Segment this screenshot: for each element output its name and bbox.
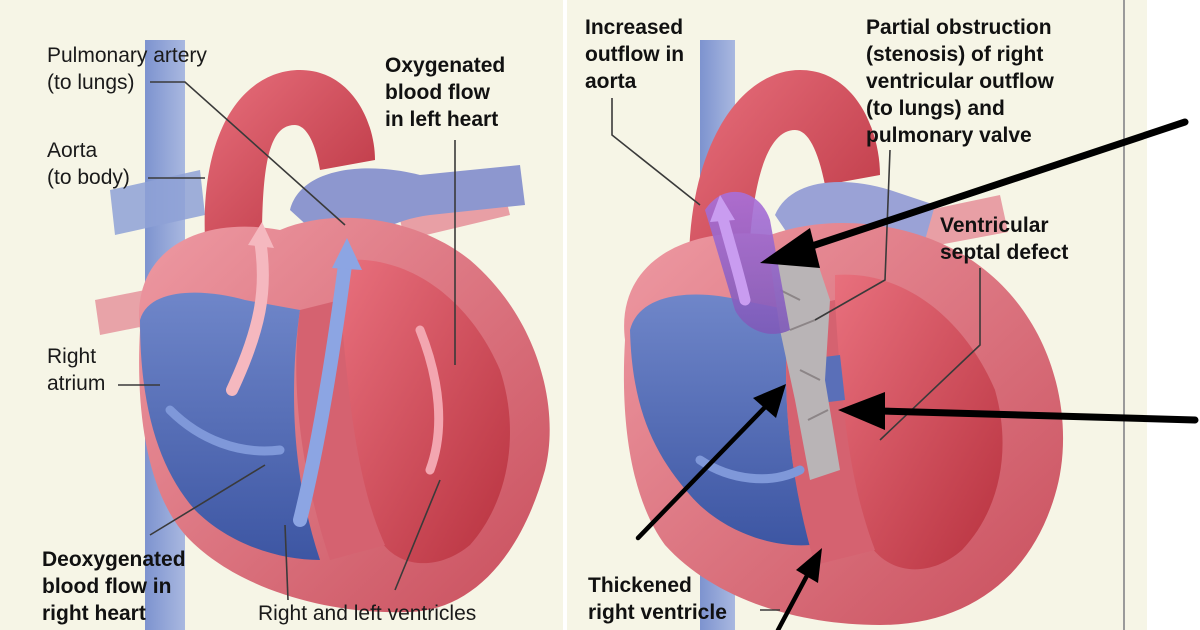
pointer-arrow-septum-head: [838, 392, 885, 430]
label-thickened-rv: Thickened right ventricle: [588, 574, 727, 624]
leader-increased-outflow: [611, 98, 701, 206]
right-aorta-flow-arrowhead: [710, 195, 735, 222]
label-right-atrium: Right atrium: [47, 345, 105, 395]
right-panel: Increased outflow in aorta Partial obstr…: [567, 0, 1147, 630]
left-pulmonary-flow-arrowhead: [332, 238, 362, 270]
label-deoxygenated-flow: Deoxygenated blood flow in right heart: [42, 548, 191, 625]
right-pulmonary-vein-right: [905, 195, 1008, 250]
pointer-arrow-septum-line: [876, 407, 1199, 424]
label-aorta: Aorta (to body): [47, 139, 130, 189]
stenosis-texture: [779, 289, 829, 421]
left-left-ventricle: [340, 259, 510, 564]
pointer-arrow-stenosis-line: [635, 399, 773, 541]
label-pulmonary-artery: Pulmonary artery (to lungs): [47, 44, 213, 94]
label-oxygenated-flow: Oxygenated blood flow in left heart: [385, 54, 511, 131]
pointer-arrow-aorta-line: [796, 118, 1189, 254]
leader-left-ventricle: [394, 479, 441, 591]
label-ventricles: Right and left ventricles: [258, 602, 476, 625]
left-panel: Pulmonary artery (to lungs) Aorta (to bo…: [0, 0, 563, 630]
left-septum: [296, 300, 385, 560]
left-aortic-arch: [204, 70, 375, 245]
leader-septal-defect: [879, 268, 981, 441]
right-aorta-flow-arrow: [716, 209, 751, 306]
left-aorta-flow-arrow: [226, 234, 269, 396]
pointer-arrow-thickened-rv-head: [796, 548, 822, 583]
label-septal-defect: Ventricular septal defect: [940, 214, 1068, 264]
label-increased-outflow: Increased outflow in aorta: [585, 16, 690, 93]
pointer-arrow-aorta-head: [760, 228, 820, 268]
left-right-ventricle: [140, 292, 320, 560]
pointer-arrow-thickened-rv-line: [775, 567, 813, 630]
pointer-arrow-stenosis-head: [753, 384, 786, 418]
label-obstruction: Partial obstruction (stenosis) of right …: [866, 16, 1060, 147]
left-ra-flow-arrow: [165, 405, 285, 456]
leader-right-ventricle: [284, 524, 289, 601]
left-pulmonary-flow-arrow: [293, 258, 352, 527]
left-vessel-branch: [110, 170, 205, 235]
pulmonary-stenosis: [770, 240, 840, 480]
right-left-ventricle: [835, 274, 1003, 570]
leader-obstruction: [814, 149, 891, 321]
left-lv-flow-arrow: [415, 325, 444, 475]
leader-deoxygenated-flow: [149, 464, 266, 536]
leader-pulmonary-artery: [150, 81, 346, 226]
right-panel-border: [1123, 0, 1125, 630]
left-aorta-flow-arrowhead: [248, 222, 274, 248]
pointer-arrows: [635, 118, 1199, 630]
